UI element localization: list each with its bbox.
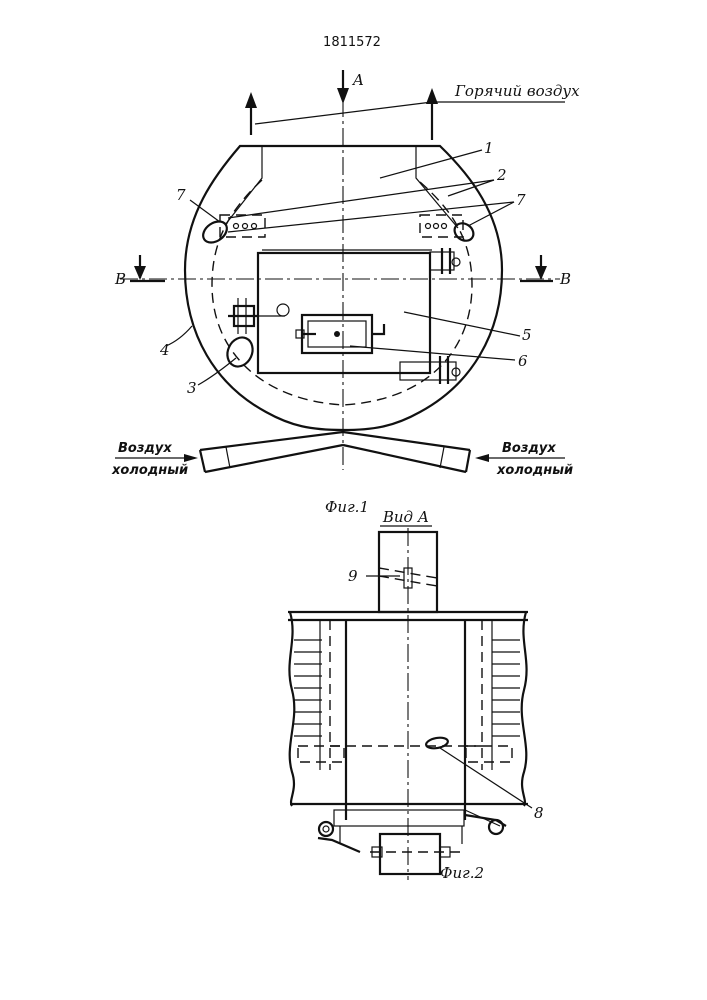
hot-air-label: Горячий воздух [454, 82, 580, 100]
section-label-left: B [114, 270, 126, 288]
cold-air-pipe-right [343, 432, 470, 472]
view-a-arrowhead [337, 88, 349, 104]
element-7-right [420, 215, 477, 244]
leader-4 [166, 326, 192, 346]
cold-air-left-line1: Воздух [118, 441, 172, 456]
cold-air-pipe-left [200, 432, 343, 472]
ash-pipe [380, 834, 440, 874]
element-7-left [199, 215, 265, 247]
figure-1: A Горячий воздух [111, 70, 580, 516]
figure-2: Вид А 9 [288, 508, 544, 882]
left-fins [289, 612, 294, 806]
lever-pivot-left [319, 822, 333, 836]
label-7-left: 7 [176, 186, 186, 204]
leader-8 [440, 748, 532, 808]
label-3: 3 [187, 379, 197, 397]
label-7-right: 7 [516, 191, 526, 209]
left-fin-lines [294, 640, 322, 736]
label-4: 4 [159, 341, 170, 359]
leader-5 [404, 312, 520, 336]
right-fins [522, 612, 527, 806]
fig2-caption: Фиг.2 [440, 864, 484, 882]
cold-air-right-line1: Воздух [502, 441, 556, 456]
firebox-5 [258, 253, 430, 373]
label-1: 1 [484, 139, 494, 157]
lever-left [318, 838, 360, 852]
opening-8 [425, 736, 448, 750]
label-8: 8 [534, 804, 544, 822]
bottom-plate [334, 810, 464, 826]
cold-air-left-line2: холодный [111, 463, 188, 478]
inner-dashed-contour [212, 180, 472, 405]
view-a-label: A [351, 71, 364, 89]
fig1-caption: Фиг.1 [325, 498, 369, 516]
hot-air-arrowhead-left [245, 92, 257, 108]
patent-number: 1811572 [323, 35, 381, 50]
label-6: 6 [518, 352, 528, 370]
section-label-right: B [559, 270, 571, 288]
right-fin-lines [492, 640, 520, 736]
label-2: 2 [496, 166, 507, 184]
label-5: 5 [522, 326, 532, 344]
label-9: 9 [348, 567, 358, 585]
leader-6 [350, 346, 515, 360]
view-a-title: Вид А [382, 508, 429, 526]
leader-2a [228, 180, 494, 218]
cold-air-right-line2: холодный [496, 463, 573, 478]
